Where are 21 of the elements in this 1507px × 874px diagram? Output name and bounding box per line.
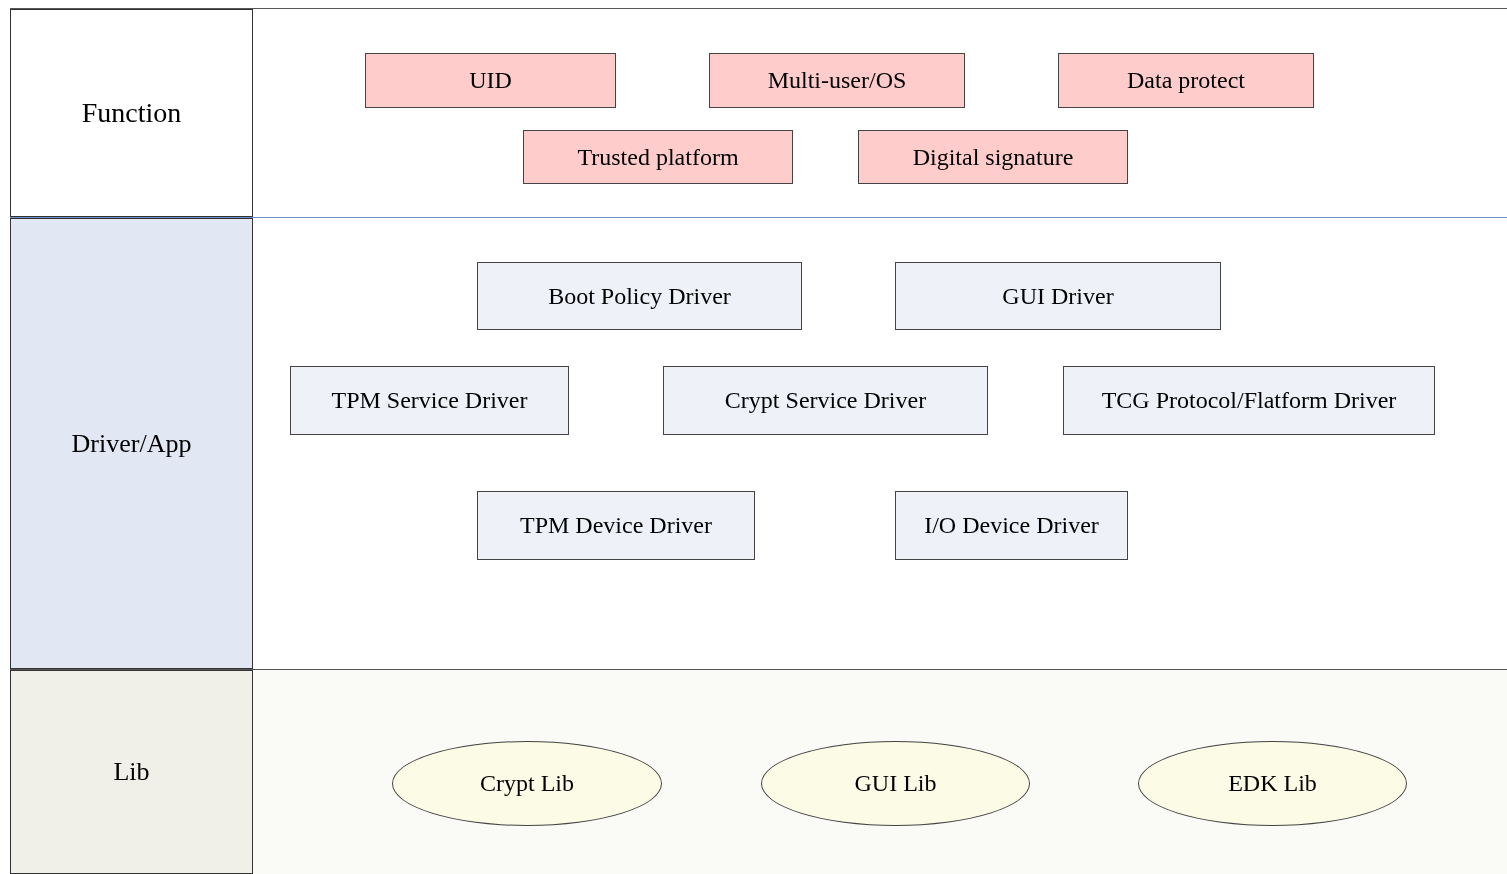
layer-band (10, 8, 1507, 217)
layer-label: Driver/App (10, 218, 253, 669)
layer-band (10, 217, 1507, 669)
function-box: UID (365, 53, 616, 108)
function-box: Data protect (1058, 53, 1314, 108)
driver-box: TPM Device Driver (477, 491, 755, 560)
layer-label: Lib (10, 670, 253, 874)
driver-box: TPM Service Driver (290, 366, 569, 435)
layer-band (10, 669, 1507, 874)
library-ellipse: GUI Lib (761, 741, 1030, 826)
function-box: Trusted platform (523, 130, 793, 184)
function-box: Digital signature (858, 130, 1128, 184)
driver-box: Boot Policy Driver (477, 262, 802, 330)
driver-box: TCG Protocol/Flatform Driver (1063, 366, 1435, 435)
driver-box: Crypt Service Driver (663, 366, 988, 435)
driver-box: I/O Device Driver (895, 491, 1128, 560)
layer-label: Function (10, 9, 253, 217)
function-box: Multi-user/OS (709, 53, 965, 108)
library-ellipse: EDK Lib (1138, 741, 1407, 826)
library-ellipse: Crypt Lib (392, 741, 662, 826)
driver-box: GUI Driver (895, 262, 1221, 330)
